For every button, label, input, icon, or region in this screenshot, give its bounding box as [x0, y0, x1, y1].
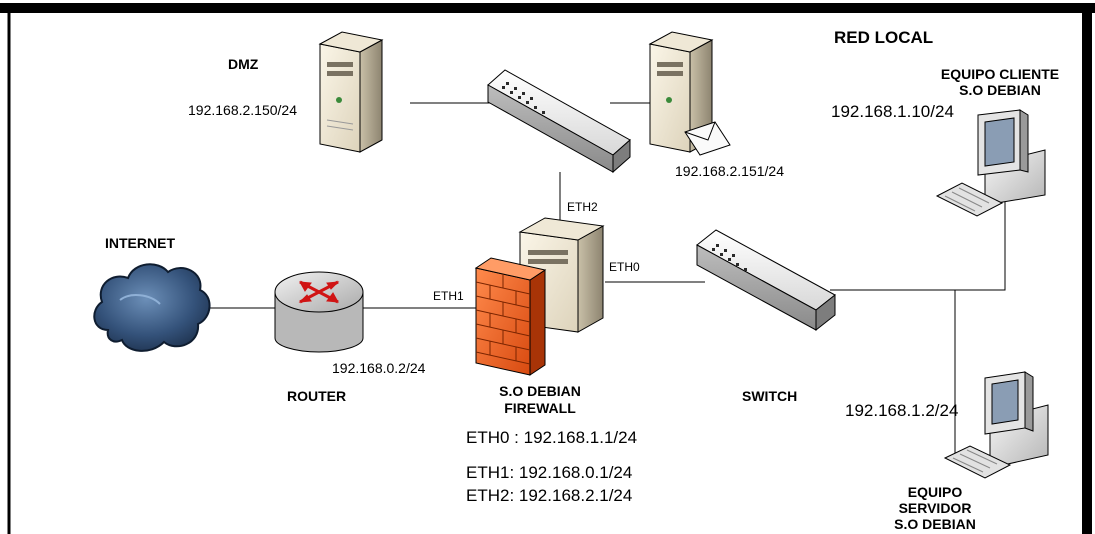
red-local-label: RED LOCAL — [834, 28, 934, 47]
network-links — [205, 102, 1006, 460]
envelope-icon — [684, 121, 731, 156]
mail-server-icon — [648, 31, 731, 156]
firewall-eth1-ip: ETH1: 192.168.0.1/24 — [466, 463, 633, 482]
switch-label: SWITCH — [742, 388, 798, 404]
eth1-label: ETH1 — [433, 289, 464, 303]
link-switch-client — [830, 200, 1006, 291]
router-ip: 192.168.0.2/24 — [332, 360, 426, 376]
internet-label: INTERNET — [105, 235, 175, 251]
dmz-switch-icon — [487, 69, 631, 174]
server-label-line3: S.O DEBIAN — [894, 516, 976, 532]
client-pc-icon — [935, 109, 1046, 217]
firewall-label-line2: FIREWALL — [504, 400, 576, 416]
firewall-label-line1: S.O DEBIAN — [499, 383, 581, 399]
mail-server-ip: 192.168.2.151/24 — [675, 163, 784, 179]
dmz-server-ip: 192.168.2.150/24 — [188, 102, 297, 118]
server-label-line2: SERVIDOR — [898, 500, 972, 516]
client-label-line1: EQUIPO CLIENTE — [940, 66, 1060, 82]
eth2-label: ETH2 — [567, 200, 598, 214]
router-label: ROUTER — [287, 388, 347, 404]
firewall-eth0-ip: ETH0 : 192.168.1.1/24 — [466, 428, 638, 447]
internet-cloud-icon — [93, 263, 211, 352]
client-ip: 192.168.1.10/24 — [831, 102, 954, 121]
client-label-line2: S.O DEBIAN — [959, 82, 1041, 98]
router-icon — [274, 271, 364, 353]
dmz-server-icon — [318, 31, 384, 153]
server-label-line1: EQUIPO — [907, 484, 963, 500]
server-pc-icon — [943, 371, 1049, 479]
firewall-brick-wall-icon — [474, 257, 547, 376]
eth0-label: ETH0 — [609, 260, 640, 274]
dmz-label: DMZ — [228, 56, 259, 72]
server-ip: 192.168.1.2/24 — [845, 401, 959, 420]
lan-switch-icon — [696, 229, 836, 332]
firewall-eth2-ip: ETH2: 192.168.2.1/24 — [466, 486, 633, 505]
